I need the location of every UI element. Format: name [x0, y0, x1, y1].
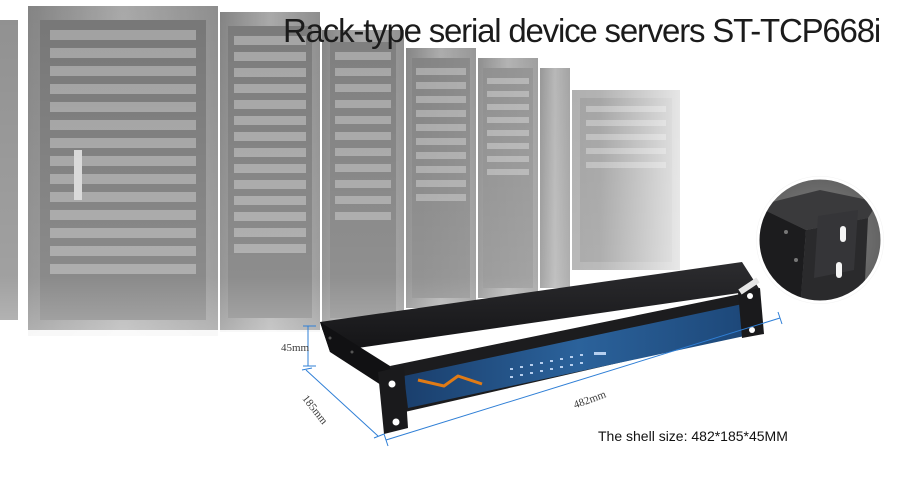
front-panel: [404, 302, 754, 408]
rack-ear-detail: [756, 176, 884, 304]
dimension-lines: [301, 311, 783, 447]
shell-size-caption: The shell size: 482*185*45MM: [598, 428, 788, 444]
height-dimension-label: 45mm: [281, 342, 310, 354]
page-title: Rack-type serial device servers ST-TCP66…: [283, 12, 881, 49]
rack-device: [320, 262, 764, 434]
